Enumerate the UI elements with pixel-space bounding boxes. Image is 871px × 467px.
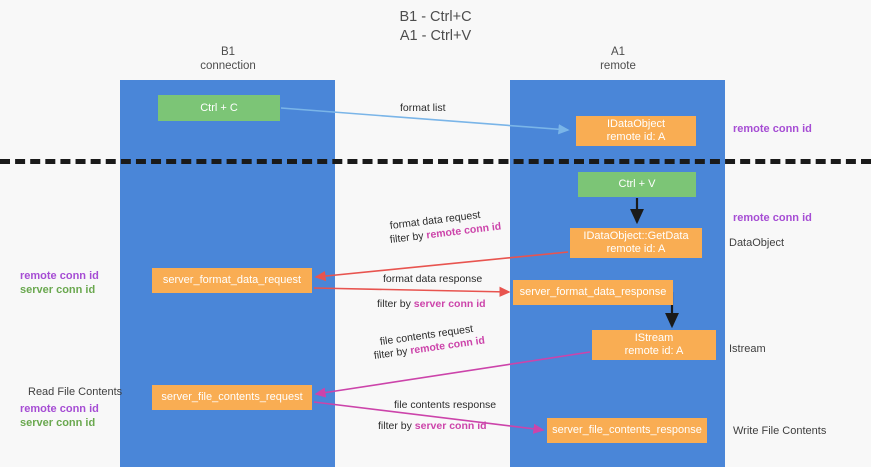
node-server-format-data-request[interactable]: server_format_data_request [152,268,312,293]
column-header-b1-role: connection [200,59,256,72]
annotation-right-remote-conn-id-mid: remote conn id [733,212,812,224]
node-server-format-data-response-label: server_format_data_response [519,286,667,298]
node-idataobject[interactable]: IDataObject remote id: A [576,116,696,146]
node-server-file-contents-response[interactable]: server_file_contents_response [547,418,707,443]
annotation-right-remote-conn-id-top: remote conn id [733,123,812,135]
node-idataobject-label: IDataObject [606,118,666,130]
column-header-a1-name: A1 [610,46,626,58]
annotation-read-file-contents: Read File Contents [28,386,123,398]
annotation-left-conn-ids-2: remote conn id server conn id [20,402,99,430]
edge-label-file-contents-response-filter: filter by server conn id [378,420,487,433]
node-server-format-data-response[interactable]: server_format_data_response [513,280,673,305]
annotation-left-server-conn-id: server conn id [20,284,96,296]
edge-label-format-list: format list [400,102,446,114]
node-istream[interactable]: IStream remote id: A [592,330,716,360]
annotation-left-remote-conn-id-2: remote conn id [20,403,99,415]
node-server-file-contents-request-label: server_file_contents_request [161,391,303,403]
edge-label-format-data-response-filter: filter by server conn id [377,298,486,311]
node-istream-subtext: remote id: A [624,345,684,357]
node-server-file-contents-response-label: server_file_contents_response [552,424,702,436]
annotation-left-conn-ids: remote conn id server conn id [20,269,99,297]
column-header-a1-role: remote [600,59,636,72]
section-divider [0,159,871,164]
node-ctrl-c[interactable]: Ctrl + C [158,95,280,121]
node-idataobject-getdata-subtext: remote id: A [606,243,666,255]
annotation-left-remote-conn-id: remote conn id [20,270,99,282]
title-line-1: B1 - Ctrl+C [399,9,472,25]
node-ctrl-v[interactable]: Ctrl + V [578,172,696,197]
filter-prefix: filter by [377,298,414,310]
column-header-b1-name: B1 [220,46,236,58]
filter-prefix: filter by [378,420,415,432]
page-title: B1 - Ctrl+C A1 - Ctrl+V [0,8,871,46]
filter-key-server-conn-id: server conn id [413,298,486,310]
edge-label-file-contents-response: file contents response [394,399,497,411]
filter-key-server-conn-id: server conn id [414,420,487,432]
node-idataobject-getdata-label: IDataObject::GetData [583,230,689,242]
node-server-file-contents-request[interactable]: server_file_contents_request [152,385,312,410]
column-header-b1: B1 connection [128,46,328,73]
node-istream-label: IStream [634,332,674,344]
column-header-a1: A1 remote [518,46,718,73]
annotation-dataobject: DataObject [729,237,785,249]
edge-format-data-response [313,286,511,297]
title-line-2: A1 - Ctrl+V [399,28,472,44]
annotation-istream: Istream [729,343,766,355]
annotation-write-file-contents: Write File Contents [733,425,827,437]
edge-label-format-data-response: format data response [383,273,483,285]
node-idataobject-subtext: remote id: A [606,131,666,143]
annotation-left-server-conn-id-2: server conn id [20,417,96,429]
node-server-format-data-request-label: server_format_data_request [162,274,302,286]
filter-prefix: filter by [373,344,412,362]
node-ctrl-v-label: Ctrl + V [618,178,656,190]
node-ctrl-c-label: Ctrl + C [200,101,238,114]
node-idataobject-getdata[interactable]: IDataObject::GetData remote id: A [570,228,702,258]
